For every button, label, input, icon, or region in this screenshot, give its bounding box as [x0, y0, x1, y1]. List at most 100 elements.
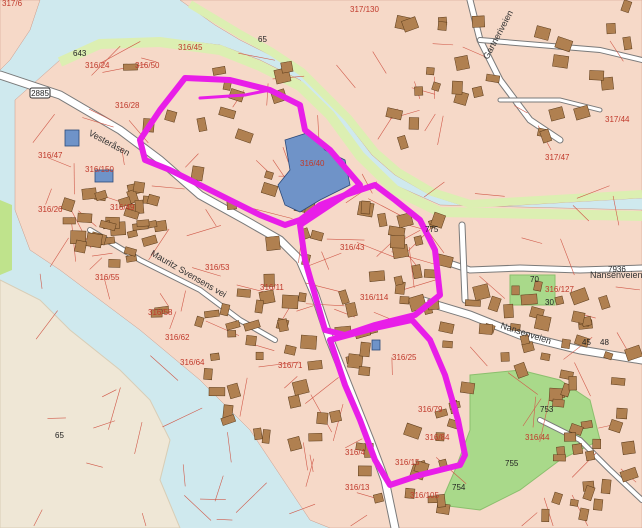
building	[619, 466, 639, 483]
building	[503, 303, 514, 319]
parcel-label: 316/45	[178, 43, 203, 52]
address-number-label: 753	[540, 405, 554, 414]
building	[345, 302, 358, 318]
building	[338, 289, 350, 305]
building	[254, 299, 264, 314]
highlight-boundary	[137, 75, 468, 488]
building	[281, 294, 299, 309]
address-number-label: 65	[55, 431, 64, 440]
parcel-label: 316/53	[205, 263, 230, 272]
building	[226, 382, 242, 400]
building	[459, 381, 476, 395]
building	[573, 334, 590, 348]
parcel-label: 317/130	[350, 5, 379, 14]
building	[472, 283, 491, 301]
building	[196, 117, 208, 133]
building	[552, 54, 570, 69]
building	[404, 487, 416, 499]
building	[478, 323, 494, 335]
building	[569, 287, 590, 306]
address-number-label: 30	[545, 298, 554, 307]
parcel-label: 316/49	[110, 203, 135, 212]
building	[520, 293, 538, 306]
sandbank	[0, 279, 181, 528]
building	[125, 254, 138, 263]
building	[347, 353, 364, 369]
parcel-label: 316/71	[278, 361, 303, 370]
parcel-label: 316/105	[410, 491, 439, 500]
building	[399, 296, 410, 305]
building	[411, 264, 423, 280]
building	[393, 275, 404, 286]
building	[509, 323, 521, 332]
building	[359, 341, 371, 358]
building	[519, 334, 531, 346]
building	[377, 212, 388, 228]
riverbank-grass-north	[187, 0, 642, 209]
building	[291, 378, 310, 396]
building	[389, 234, 406, 249]
riverbank-grass	[57, 36, 642, 221]
building	[74, 239, 88, 254]
building	[123, 63, 138, 71]
building	[234, 128, 254, 144]
parcel-label: 316/150	[85, 165, 114, 174]
building	[541, 508, 550, 523]
building	[561, 338, 571, 350]
building	[212, 66, 227, 76]
building	[598, 295, 611, 310]
building	[435, 432, 445, 442]
parcel-label: 316/127	[545, 285, 574, 294]
building	[592, 438, 602, 450]
building	[585, 450, 596, 462]
building	[203, 368, 213, 381]
address-number-label: 775	[425, 225, 439, 234]
building	[126, 229, 138, 239]
building	[203, 309, 220, 319]
building	[255, 351, 264, 360]
parcel-label: 316/47	[38, 151, 63, 160]
building	[554, 295, 565, 306]
building	[307, 359, 323, 371]
road-name-nansenveien-b: Nansenveien	[590, 270, 642, 280]
building	[99, 219, 117, 232]
building	[608, 418, 624, 434]
parcel-label: 316/40	[300, 159, 325, 168]
building	[408, 117, 420, 130]
building	[141, 234, 158, 247]
address-number-label: 65	[258, 35, 267, 44]
building	[60, 197, 76, 213]
building	[261, 429, 271, 444]
building	[437, 21, 448, 31]
building	[401, 16, 420, 33]
parcel-label: 316/79	[418, 405, 443, 414]
building	[451, 80, 463, 95]
building	[600, 478, 612, 495]
building	[123, 208, 140, 220]
building	[551, 491, 563, 506]
building	[297, 292, 307, 303]
parcel-label: 316/84	[425, 433, 450, 442]
address-number-label: 48	[600, 338, 609, 347]
building	[368, 270, 386, 282]
parcel-label: 316/55	[95, 273, 120, 282]
building	[621, 440, 636, 455]
building	[578, 507, 590, 522]
address-number-label: 754	[452, 483, 466, 492]
address-number-label: 70	[530, 275, 539, 284]
green-strip-left	[0, 200, 12, 275]
parcel-label: 316/28	[115, 101, 140, 110]
building	[194, 315, 205, 328]
parcel-label: 316/15	[395, 458, 420, 467]
building	[571, 310, 586, 324]
building	[403, 422, 423, 440]
building	[164, 109, 178, 123]
address-number-label: 755	[505, 459, 519, 468]
building	[573, 104, 591, 121]
building	[287, 436, 303, 452]
highlight-south-block	[327, 317, 468, 488]
building	[552, 398, 565, 408]
